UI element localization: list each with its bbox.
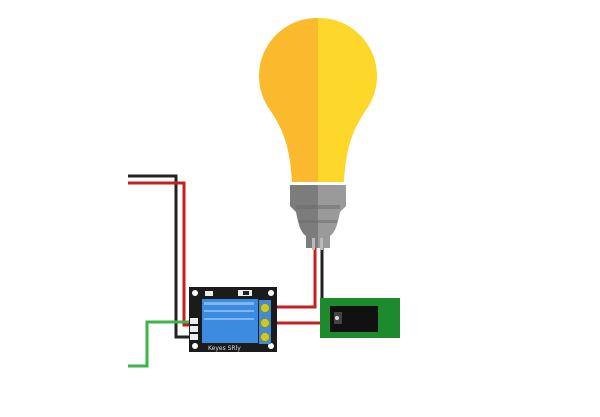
red-wire-bulb: [266, 245, 317, 309]
green-wire-signal: [128, 320, 192, 368]
relay-label: Keyes SRly: [208, 345, 241, 352]
black-wire-input: [128, 174, 192, 339]
relay-module-icon: Keyes SRly: [189, 287, 277, 352]
light-bulb-icon: [258, 17, 378, 250]
black-wire-bulb: [320, 245, 330, 307]
dc-power-jack-icon: [320, 298, 400, 338]
red-wire-input: [128, 181, 192, 327]
